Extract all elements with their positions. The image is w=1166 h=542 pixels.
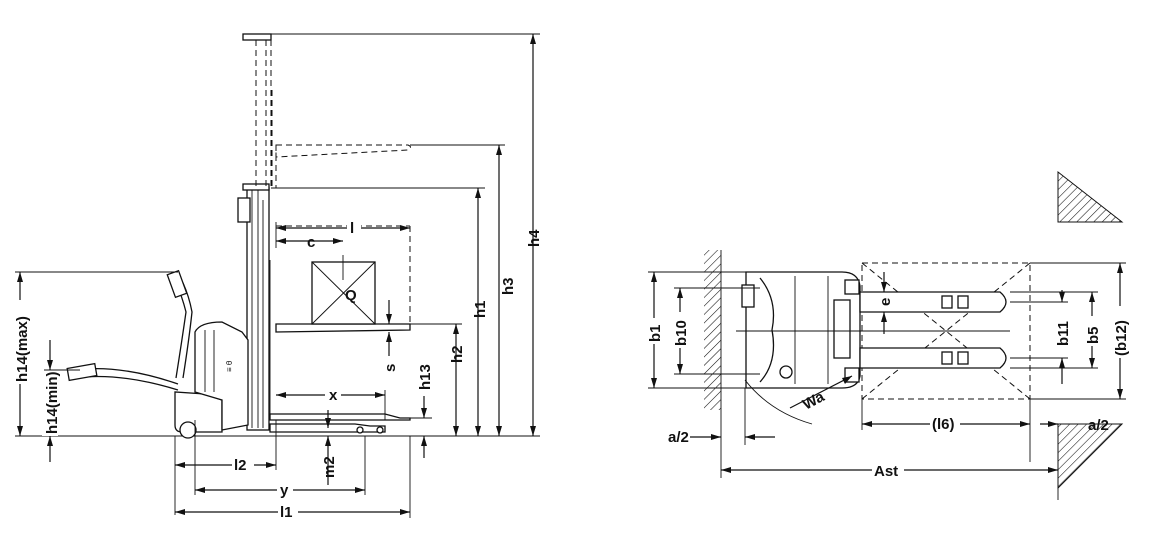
dim-ast: Ast [720, 410, 1058, 480]
label-ast: Ast [874, 463, 898, 480]
lowered-forks [275, 323, 411, 333]
truck-top-body [741, 271, 861, 389]
label-h13: h13 [417, 364, 434, 390]
label-s: s [382, 364, 399, 372]
dim-l2: l2 [174, 420, 277, 515]
dim-h1: h1 [271, 187, 489, 436]
dim-l: l [276, 220, 410, 237]
corner-top [1057, 170, 1124, 223]
label-h3: h3 [500, 277, 517, 295]
label-b11: b11 [1055, 321, 1072, 346]
dim-h3: h3 [410, 144, 517, 436]
dim-b12: (b12) [1030, 262, 1130, 400]
dim-h2: h2 [410, 323, 466, 436]
label-l2: l2 [234, 457, 247, 474]
dim-h14-min: h14(min) [42, 340, 80, 462]
label-x: x [329, 387, 338, 404]
label-y: y [280, 482, 289, 499]
truck-logo: ≡ θ [225, 360, 234, 372]
label-l6: (l6) [932, 416, 955, 433]
label-h14-min: h14(min) [44, 371, 61, 434]
label-h14-max: h14(max) [14, 316, 31, 382]
label-m2: m2 [321, 456, 338, 478]
label-h1: h1 [472, 300, 489, 318]
dim-b11: b11 [1010, 290, 1072, 384]
label-b1: b1 [647, 324, 664, 342]
dim-l6: (l6) [861, 399, 1031, 462]
top-view: e b1 b10 [646, 170, 1130, 500]
dim-b5: b5 [1010, 291, 1102, 369]
base-legs [269, 413, 411, 434]
side-view: Q ≡ θ [12, 33, 543, 521]
load-label: Q [345, 287, 357, 304]
dim-b10: b10 [672, 287, 760, 375]
dim-l1: l1 [175, 436, 411, 521]
raised-forks [275, 144, 411, 158]
dim-s: s [382, 300, 399, 372]
dim-y: y [194, 420, 366, 499]
label-e: e [877, 298, 894, 306]
label-h2: h2 [449, 345, 466, 363]
label-a2-left: a/2 [668, 429, 689, 446]
label-c: c [307, 234, 315, 251]
label-a2-right: a/2 [1088, 417, 1109, 434]
dim-m2: m2 [321, 410, 338, 485]
fork-tines [859, 291, 1007, 369]
label-b12: (b12) [1113, 320, 1130, 356]
label-h4: h4 [526, 229, 543, 247]
dim-h13: h13 [400, 364, 434, 458]
dim-h4: h4 [271, 33, 543, 436]
wall-left [704, 250, 721, 410]
label-b10: b10 [673, 320, 690, 346]
truck-body: ≡ θ [174, 321, 249, 439]
dim-h14-max: h14(max) [12, 271, 178, 436]
dim-c: c [275, 222, 343, 251]
dim-a2-left: a/2 [668, 388, 775, 446]
load-box: Q [276, 225, 411, 325]
label-b5: b5 [1085, 326, 1102, 344]
label-l1: l1 [280, 504, 293, 521]
dim-b1: b1 [646, 271, 746, 389]
extended-mast [242, 33, 277, 188]
label-l: l [350, 220, 354, 237]
label-wa: Wa [800, 388, 828, 414]
dim-x: x [276, 386, 386, 420]
tiller-arm [66, 269, 193, 391]
dim-a2-right: a/2 [1040, 417, 1109, 434]
dim-e: e [876, 272, 894, 334]
